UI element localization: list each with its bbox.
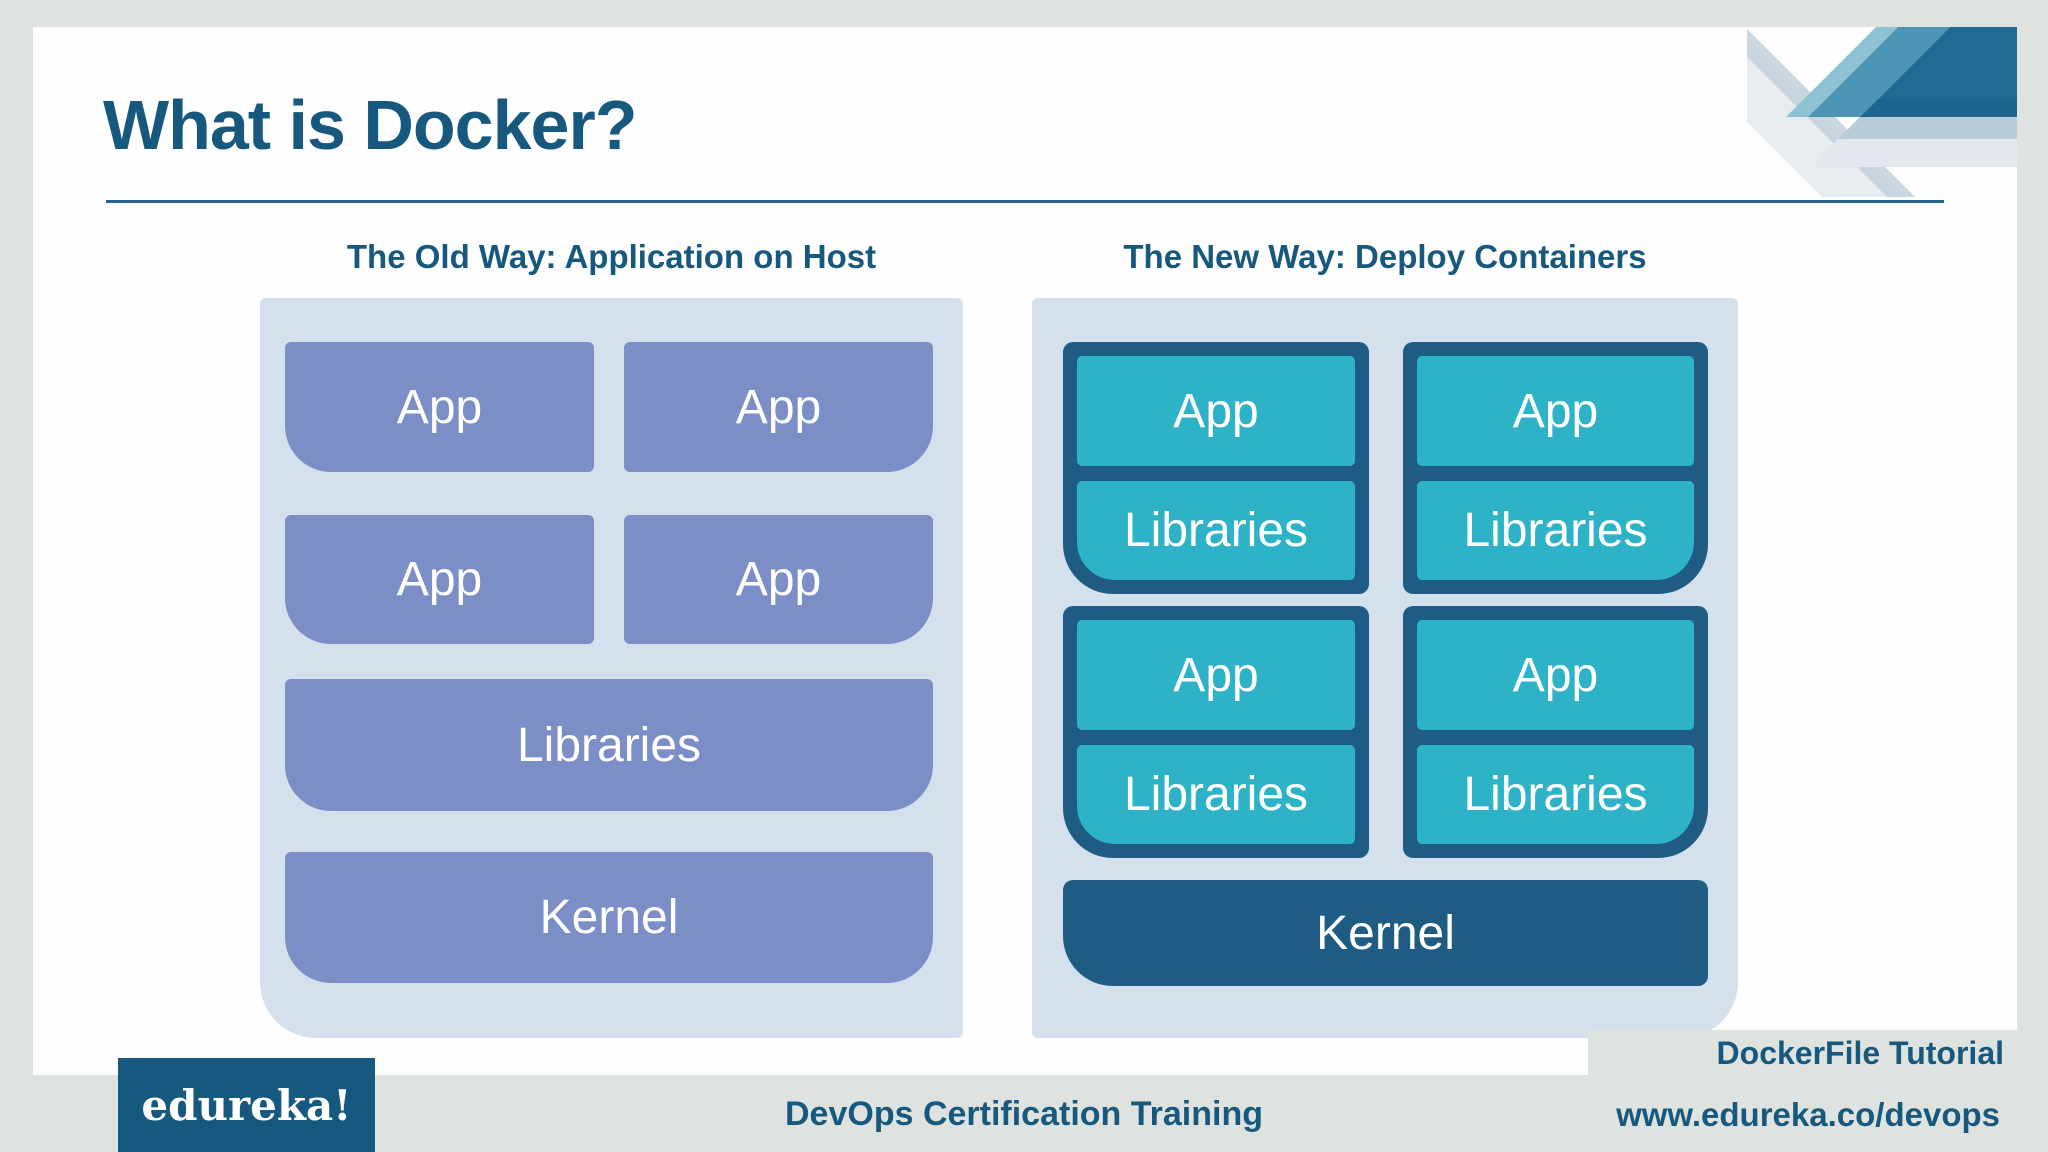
old-way-app-box: App bbox=[624, 342, 933, 472]
old-way-libraries-box: Libraries bbox=[285, 679, 933, 811]
old-way-heading: The Old Way: Application on Host bbox=[346, 238, 877, 275]
container-box: App Libraries bbox=[1403, 342, 1708, 594]
tutorial-label: DockerFile Tutorial bbox=[1588, 1030, 2048, 1075]
container-app-box: App bbox=[1077, 356, 1355, 466]
slide: What is Docker? The Old Way: Application… bbox=[33, 27, 2017, 1075]
container-libraries-box: Libraries bbox=[1077, 481, 1355, 580]
container-libraries-box: Libraries bbox=[1417, 745, 1694, 844]
container-app-box: App bbox=[1077, 620, 1355, 730]
corner-ribbon-decoration bbox=[1747, 27, 2017, 197]
container-app-box: App bbox=[1417, 356, 1694, 466]
edureka-logo: edureka! bbox=[118, 1058, 375, 1152]
container-box: App Libraries bbox=[1403, 606, 1708, 858]
container-libraries-box: Libraries bbox=[1417, 481, 1694, 580]
edureka-logo-text: edureka! bbox=[141, 1080, 352, 1130]
container-box: App Libraries bbox=[1063, 342, 1369, 594]
container-box: App Libraries bbox=[1063, 606, 1369, 858]
container-libraries-box: Libraries bbox=[1077, 745, 1355, 844]
old-way-host-diagram: App App App App Libraries Kernel bbox=[260, 298, 963, 1038]
new-way-kernel-box: Kernel bbox=[1063, 880, 1708, 986]
new-way-heading: The New Way: Deploy Containers bbox=[1123, 238, 1647, 275]
website-url: www.edureka.co/devops bbox=[1616, 1096, 2000, 1133]
title-divider bbox=[106, 200, 1944, 203]
course-label: DevOps Certification Training bbox=[785, 1095, 1263, 1133]
old-way-kernel-box: Kernel bbox=[285, 852, 933, 983]
old-way-app-box: App bbox=[285, 515, 594, 644]
container-app-box: App bbox=[1417, 620, 1694, 730]
old-way-app-box: App bbox=[624, 515, 933, 644]
page-title: What is Docker? bbox=[103, 86, 637, 164]
new-way-host-diagram: App Libraries App Libraries App Librarie… bbox=[1032, 298, 1738, 1038]
old-way-app-box: App bbox=[285, 342, 594, 472]
